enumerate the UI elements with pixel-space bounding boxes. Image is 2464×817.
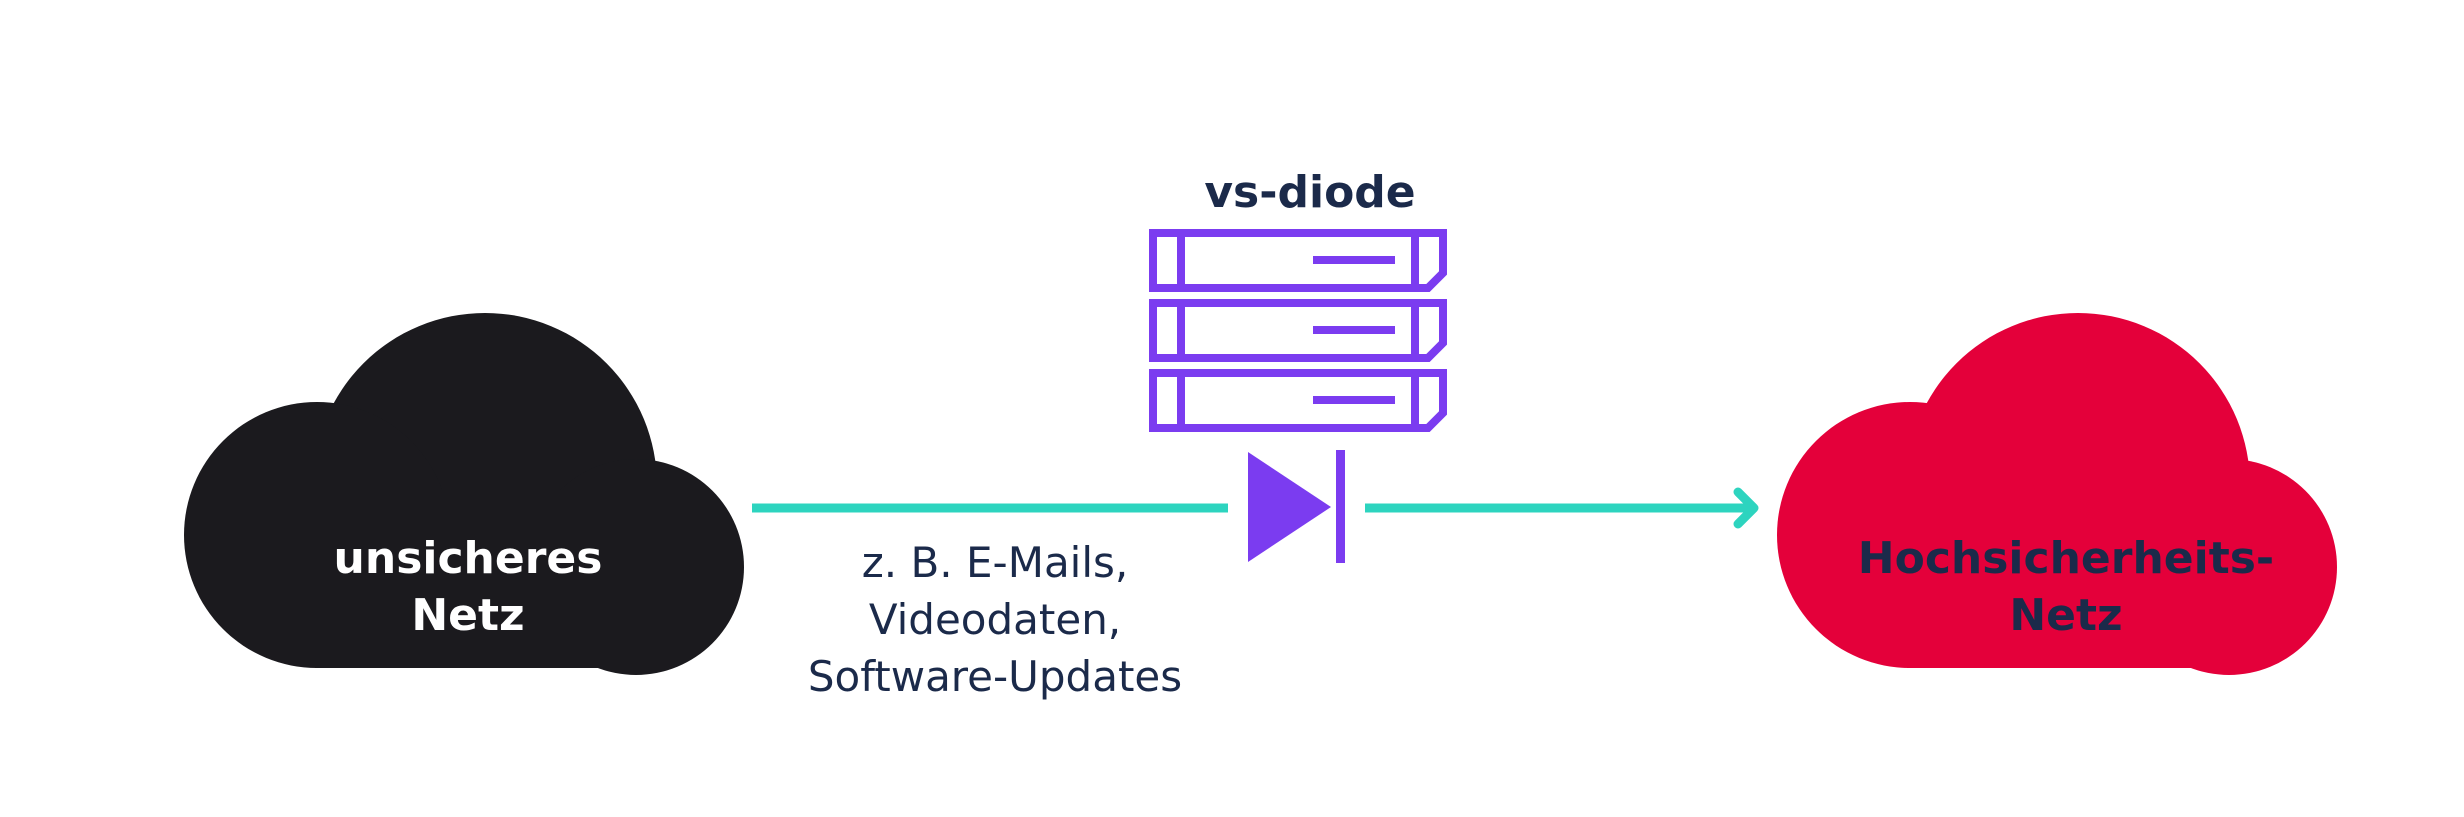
flow-label-line1: z. B. E-Mails, — [862, 538, 1129, 587]
unsafe-network-cloud: unsicheres Netz — [184, 313, 744, 675]
flow-label-line2: Videodaten, — [869, 595, 1121, 644]
secure-network-label-line2: Netz — [2009, 590, 2122, 641]
unsafe-network-label-line1: unsicheres — [334, 533, 603, 584]
server-unit-1 — [1149, 229, 1447, 292]
server-unit-2 — [1149, 299, 1447, 362]
server-unit-3 — [1149, 369, 1447, 432]
cloud-icon — [1777, 313, 2337, 675]
arrow-right-icon — [1365, 487, 1759, 529]
secure-network-label-line1: Hochsicherheits- — [1858, 533, 2274, 584]
unsafe-network-label-line2: Netz — [411, 590, 524, 641]
diode-symbol-icon — [1248, 450, 1345, 563]
server-rack-icon — [1149, 229, 1447, 432]
flow-description: z. B. E-Mails, Videodaten, Software-Upda… — [808, 538, 1182, 701]
flow-label-line3: Software-Updates — [808, 652, 1182, 701]
secure-network-cloud: Hochsicherheits- Netz — [1777, 313, 2337, 675]
device-label: vs-diode — [1204, 167, 1415, 218]
cloud-icon — [184, 313, 744, 675]
